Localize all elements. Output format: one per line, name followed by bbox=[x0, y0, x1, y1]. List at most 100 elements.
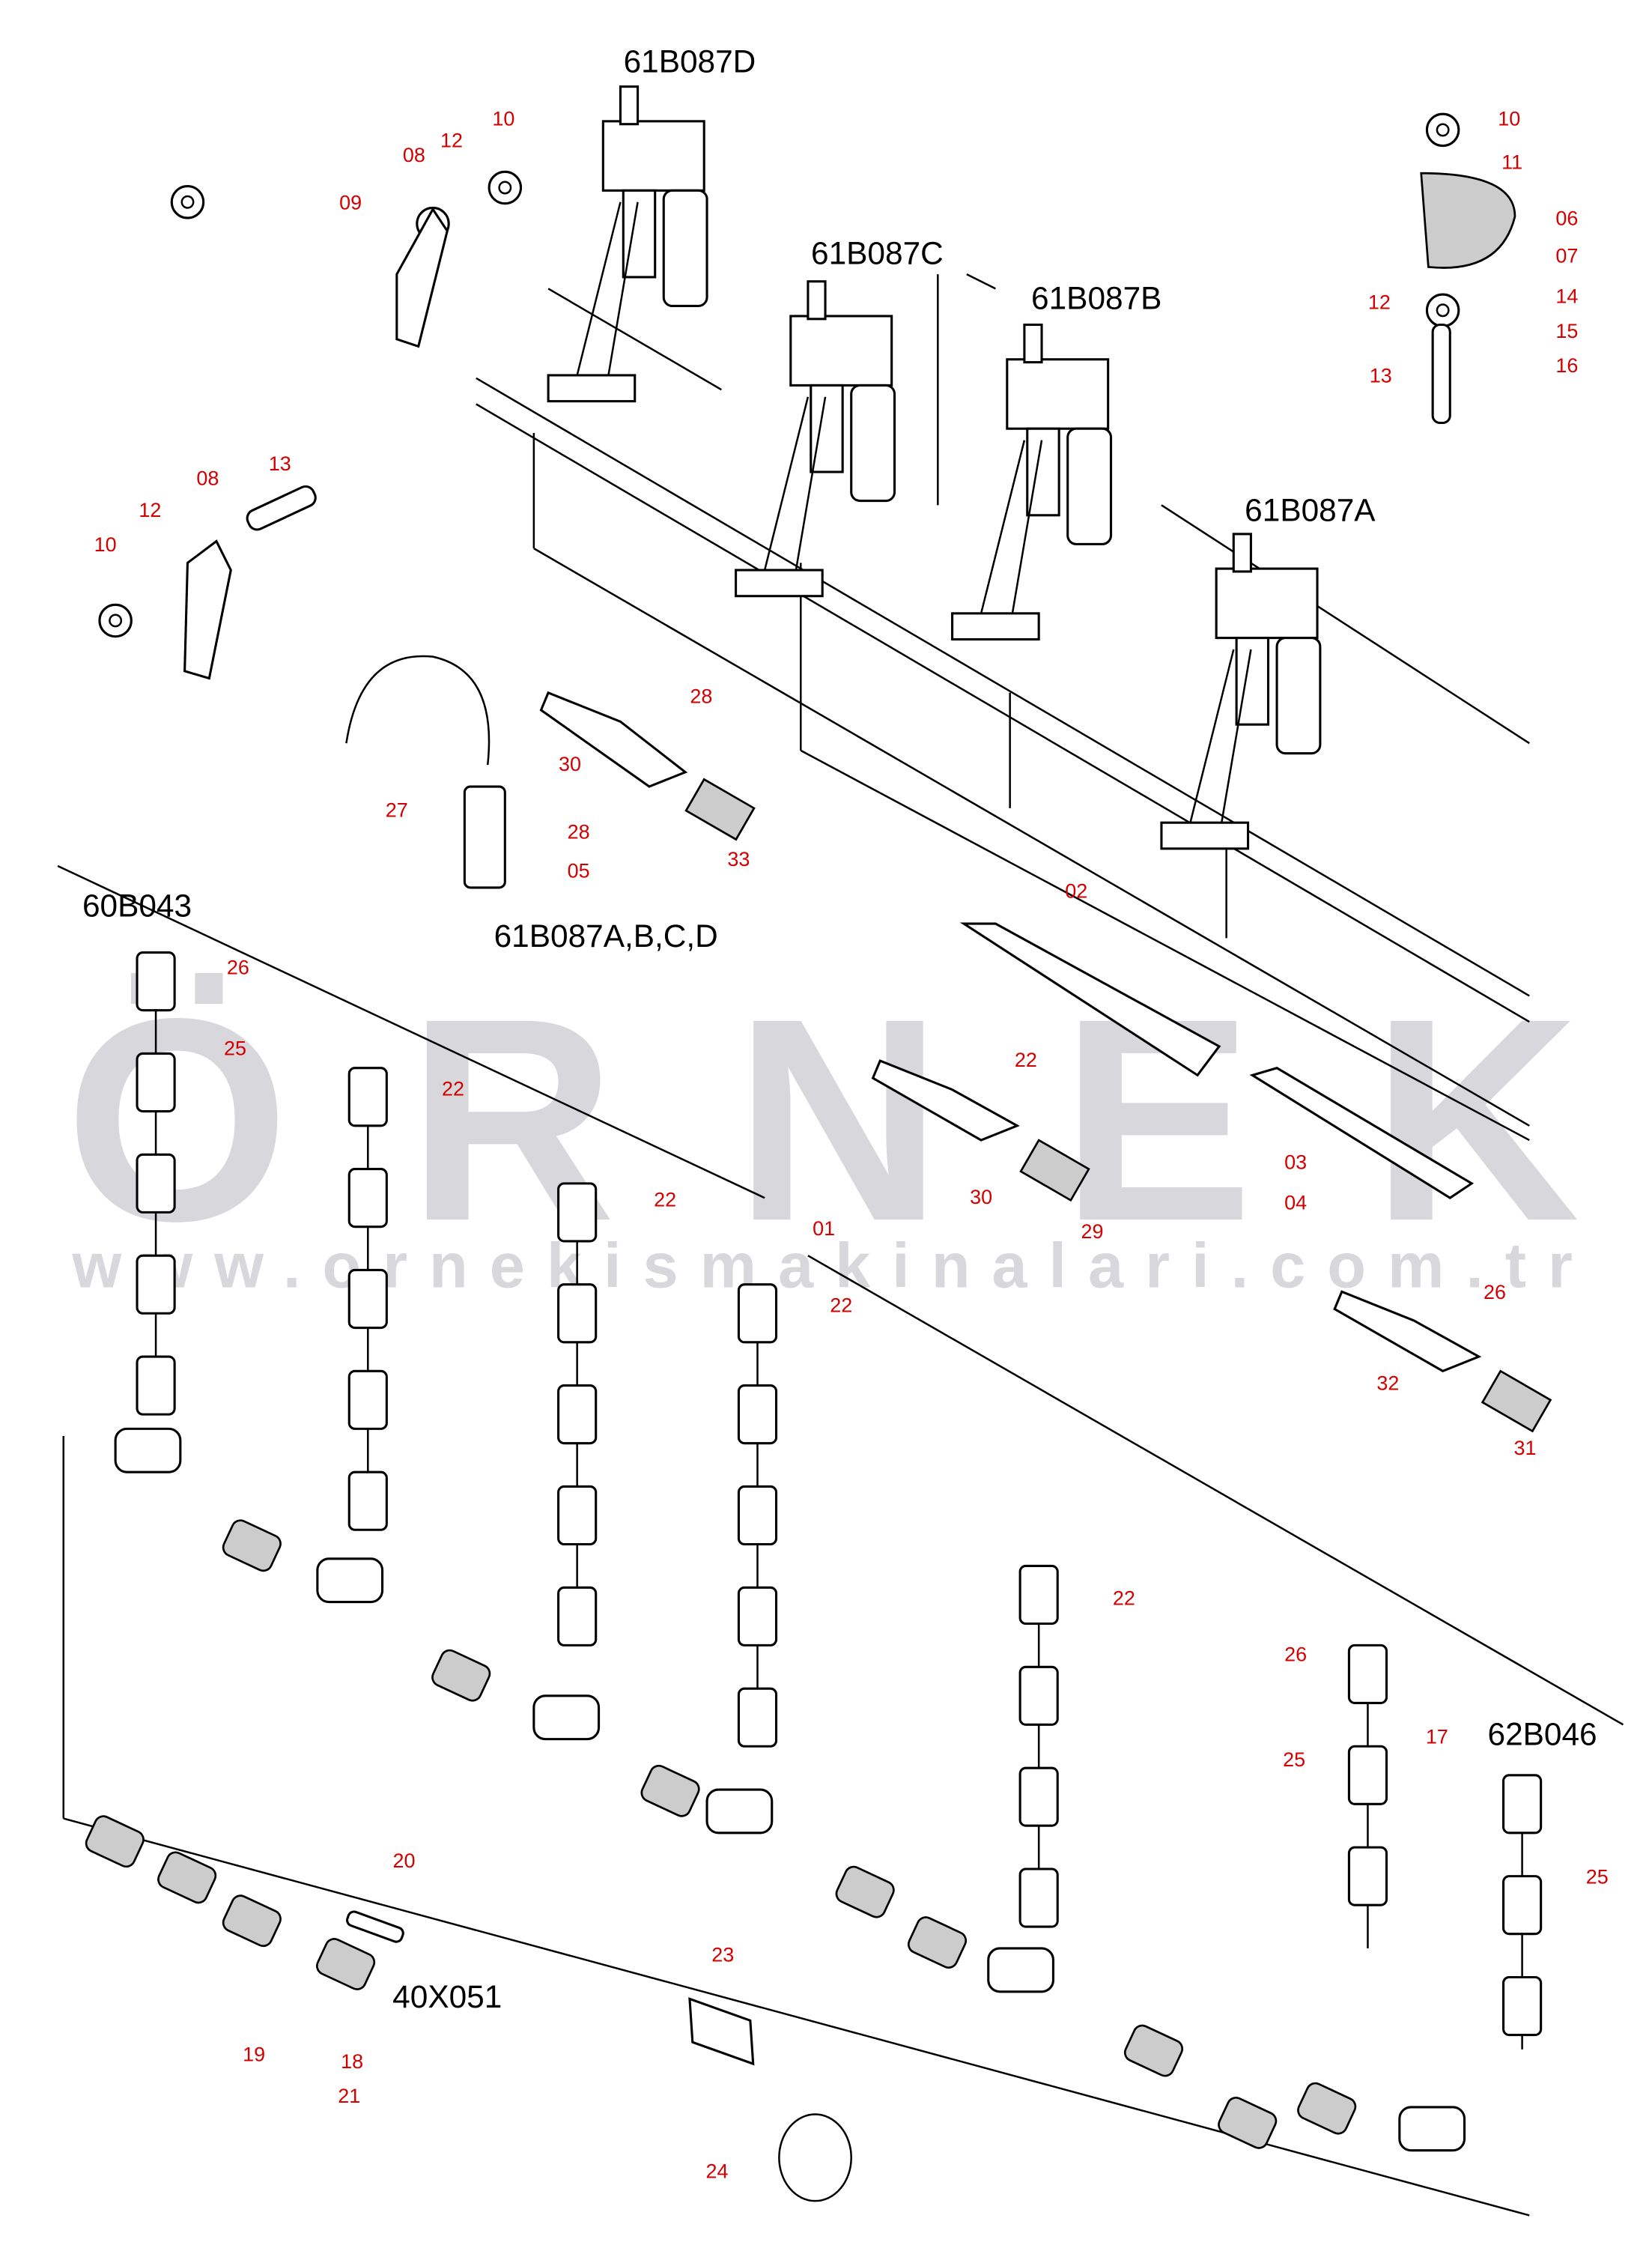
labels: 61B087D61B087C61B087B61B087A61B087A,B,C,… bbox=[82, 43, 1609, 2182]
part-ref-19: 19 bbox=[243, 2043, 265, 2065]
part-ref-23: 23 bbox=[711, 1943, 734, 1966]
sensor-cable bbox=[345, 655, 491, 766]
part-ref-26: 26 bbox=[1484, 1281, 1506, 1303]
filter-bowl bbox=[1275, 637, 1322, 755]
harness-connector bbox=[136, 1254, 176, 1315]
tee-fitting bbox=[316, 1557, 384, 1604]
assembly-label: 61B087C bbox=[811, 236, 944, 271]
harness-connector bbox=[1018, 1867, 1059, 1928]
corrugated-sleeve bbox=[222, 1894, 282, 1948]
assembly-label: 61B087A bbox=[1245, 493, 1376, 528]
part-ref-33: 33 bbox=[727, 848, 750, 870]
assembly-label: 61B087B bbox=[1031, 280, 1161, 315]
nut bbox=[170, 185, 205, 219]
valve-fitting bbox=[1232, 533, 1252, 573]
part-ref-26: 26 bbox=[227, 956, 249, 978]
bracket-rod bbox=[792, 396, 827, 585]
part-ref-21: 21 bbox=[338, 2085, 360, 2107]
part-ref-28: 28 bbox=[568, 820, 590, 843]
valve-body bbox=[789, 315, 893, 387]
harness-connector bbox=[136, 951, 176, 1012]
connector bbox=[1019, 1139, 1090, 1202]
tee-fitting bbox=[532, 1694, 601, 1741]
assembly-label: 62B046 bbox=[1488, 1716, 1597, 1751]
part-ref-10: 10 bbox=[94, 533, 117, 556]
part-ref-15: 15 bbox=[1555, 320, 1578, 342]
parts bbox=[85, 85, 1552, 2202]
corrugated-sleeve bbox=[1123, 2024, 1184, 2077]
harness-connector bbox=[1018, 1665, 1059, 1726]
part-ref-22: 22 bbox=[830, 1294, 852, 1316]
harness-connector bbox=[557, 1384, 598, 1445]
part-ref-10: 10 bbox=[492, 108, 514, 130]
corrugated-sleeve bbox=[85, 1815, 145, 1868]
harness-connector bbox=[557, 1485, 598, 1546]
connector bbox=[1481, 1369, 1552, 1433]
part-ref-22: 22 bbox=[1015, 1049, 1037, 1071]
filter-bowl bbox=[1026, 427, 1060, 517]
bracket bbox=[183, 539, 232, 680]
frame-line bbox=[476, 403, 1530, 1023]
nut bbox=[1425, 112, 1460, 148]
valve-fitting bbox=[1023, 323, 1043, 364]
valve-body bbox=[1215, 567, 1319, 640]
part-ref-31: 31 bbox=[1513, 1437, 1536, 1459]
pin-20 bbox=[346, 1910, 404, 1943]
harness-connector bbox=[1502, 1875, 1543, 1936]
harness-connector bbox=[1347, 1644, 1388, 1704]
plate-03 bbox=[1249, 1067, 1475, 1199]
part-ref-07: 07 bbox=[1555, 245, 1578, 267]
harness-connector bbox=[136, 1355, 176, 1416]
corrugated-sleeve bbox=[1218, 2097, 1278, 2149]
connector bbox=[684, 778, 756, 841]
part-ref-04: 04 bbox=[1284, 1192, 1307, 1214]
stud bbox=[246, 485, 317, 531]
plate-02 bbox=[959, 922, 1221, 1077]
part-ref-18: 18 bbox=[341, 2050, 363, 2073]
mount-base bbox=[735, 569, 824, 598]
valve-fitting bbox=[619, 85, 640, 126]
frame-lines bbox=[57, 273, 1624, 2217]
pressure-sensor bbox=[463, 785, 506, 889]
mount-base bbox=[951, 612, 1040, 641]
bracket-rod bbox=[604, 202, 639, 390]
valve-body bbox=[601, 120, 705, 192]
harness-connector bbox=[557, 1182, 598, 1243]
part-ref-12: 12 bbox=[139, 499, 161, 521]
stud bbox=[1431, 323, 1451, 425]
corrugated-sleeve bbox=[157, 1851, 217, 1904]
filter-bowl bbox=[662, 189, 708, 308]
harness-connector bbox=[347, 1369, 388, 1430]
part-ref-24: 24 bbox=[706, 2160, 729, 2182]
frame-line bbox=[533, 548, 1530, 1127]
harness-connector bbox=[1502, 1975, 1543, 2037]
harness-connector bbox=[347, 1067, 388, 1127]
nut-hole bbox=[1436, 303, 1450, 318]
part-ref-27: 27 bbox=[386, 799, 408, 821]
assembly-label: 61B087D bbox=[624, 43, 756, 79]
part-ref-01: 01 bbox=[813, 1217, 835, 1240]
corrugated-sleeve bbox=[907, 1916, 968, 1969]
filter-bowl bbox=[1235, 637, 1270, 726]
filter-bowl bbox=[810, 384, 844, 473]
corrugated-sleeve bbox=[222, 1519, 282, 1572]
rubber-boot bbox=[871, 1059, 1020, 1142]
harness-connector bbox=[557, 1283, 598, 1344]
part-ref-13: 13 bbox=[269, 452, 291, 475]
tape-23 bbox=[688, 1997, 755, 2066]
part-ref-29: 29 bbox=[1081, 1220, 1103, 1243]
nut-hole bbox=[180, 195, 195, 209]
clamp bbox=[1420, 172, 1516, 269]
part-ref-08: 08 bbox=[196, 467, 219, 489]
part-ref-02: 02 bbox=[1065, 879, 1087, 902]
assembly-label: 60B043 bbox=[82, 888, 192, 923]
bracket-rod bbox=[1189, 649, 1235, 823]
harness-connector bbox=[737, 1384, 778, 1445]
tee-fitting bbox=[1398, 2106, 1466, 2152]
nut bbox=[1425, 293, 1460, 327]
part-ref-12: 12 bbox=[440, 130, 463, 152]
part-ref-30: 30 bbox=[970, 1186, 992, 1208]
harness-connector bbox=[1018, 1766, 1059, 1827]
bracket bbox=[395, 207, 449, 348]
